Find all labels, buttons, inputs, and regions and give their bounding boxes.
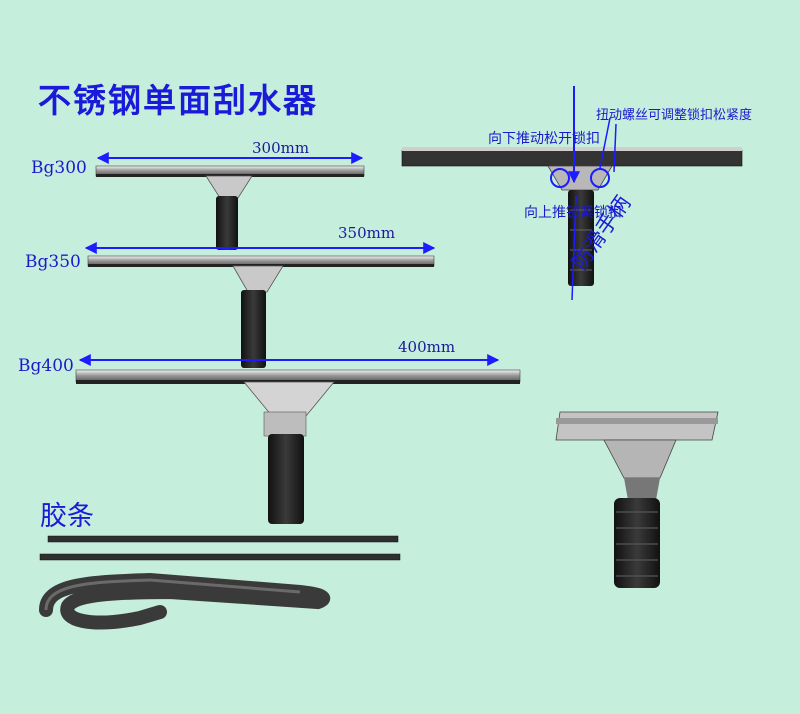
squeegee-detail-angle: [555, 411, 719, 588]
rubber-strip-label: 胶条: [40, 501, 94, 532]
size-label-350: 350mm: [338, 224, 396, 242]
note-adjust-screw: 扭动螺丝可调整锁扣松紧度: [596, 108, 753, 123]
rubber-strips: [39, 535, 401, 630]
page-title: 不锈钢单面刮水器: [38, 81, 318, 120]
squeegee-detail-front: [401, 147, 743, 286]
note-push-up: 向上推锁紧锁扣: [524, 205, 622, 221]
model-label-bg350: Bg350: [25, 252, 81, 272]
size-label-400: 400mm: [398, 338, 456, 356]
squeegee-bg400: [75, 369, 521, 524]
model-label-bg400: Bg400: [18, 356, 74, 376]
squeegee-bg350: [87, 255, 435, 368]
note-push-down: 向下推动松开锁扣: [488, 131, 600, 147]
squeegee-bg300: [95, 165, 365, 250]
model-label-bg300: Bg300: [31, 158, 87, 178]
size-label-300: 300mm: [252, 139, 310, 157]
